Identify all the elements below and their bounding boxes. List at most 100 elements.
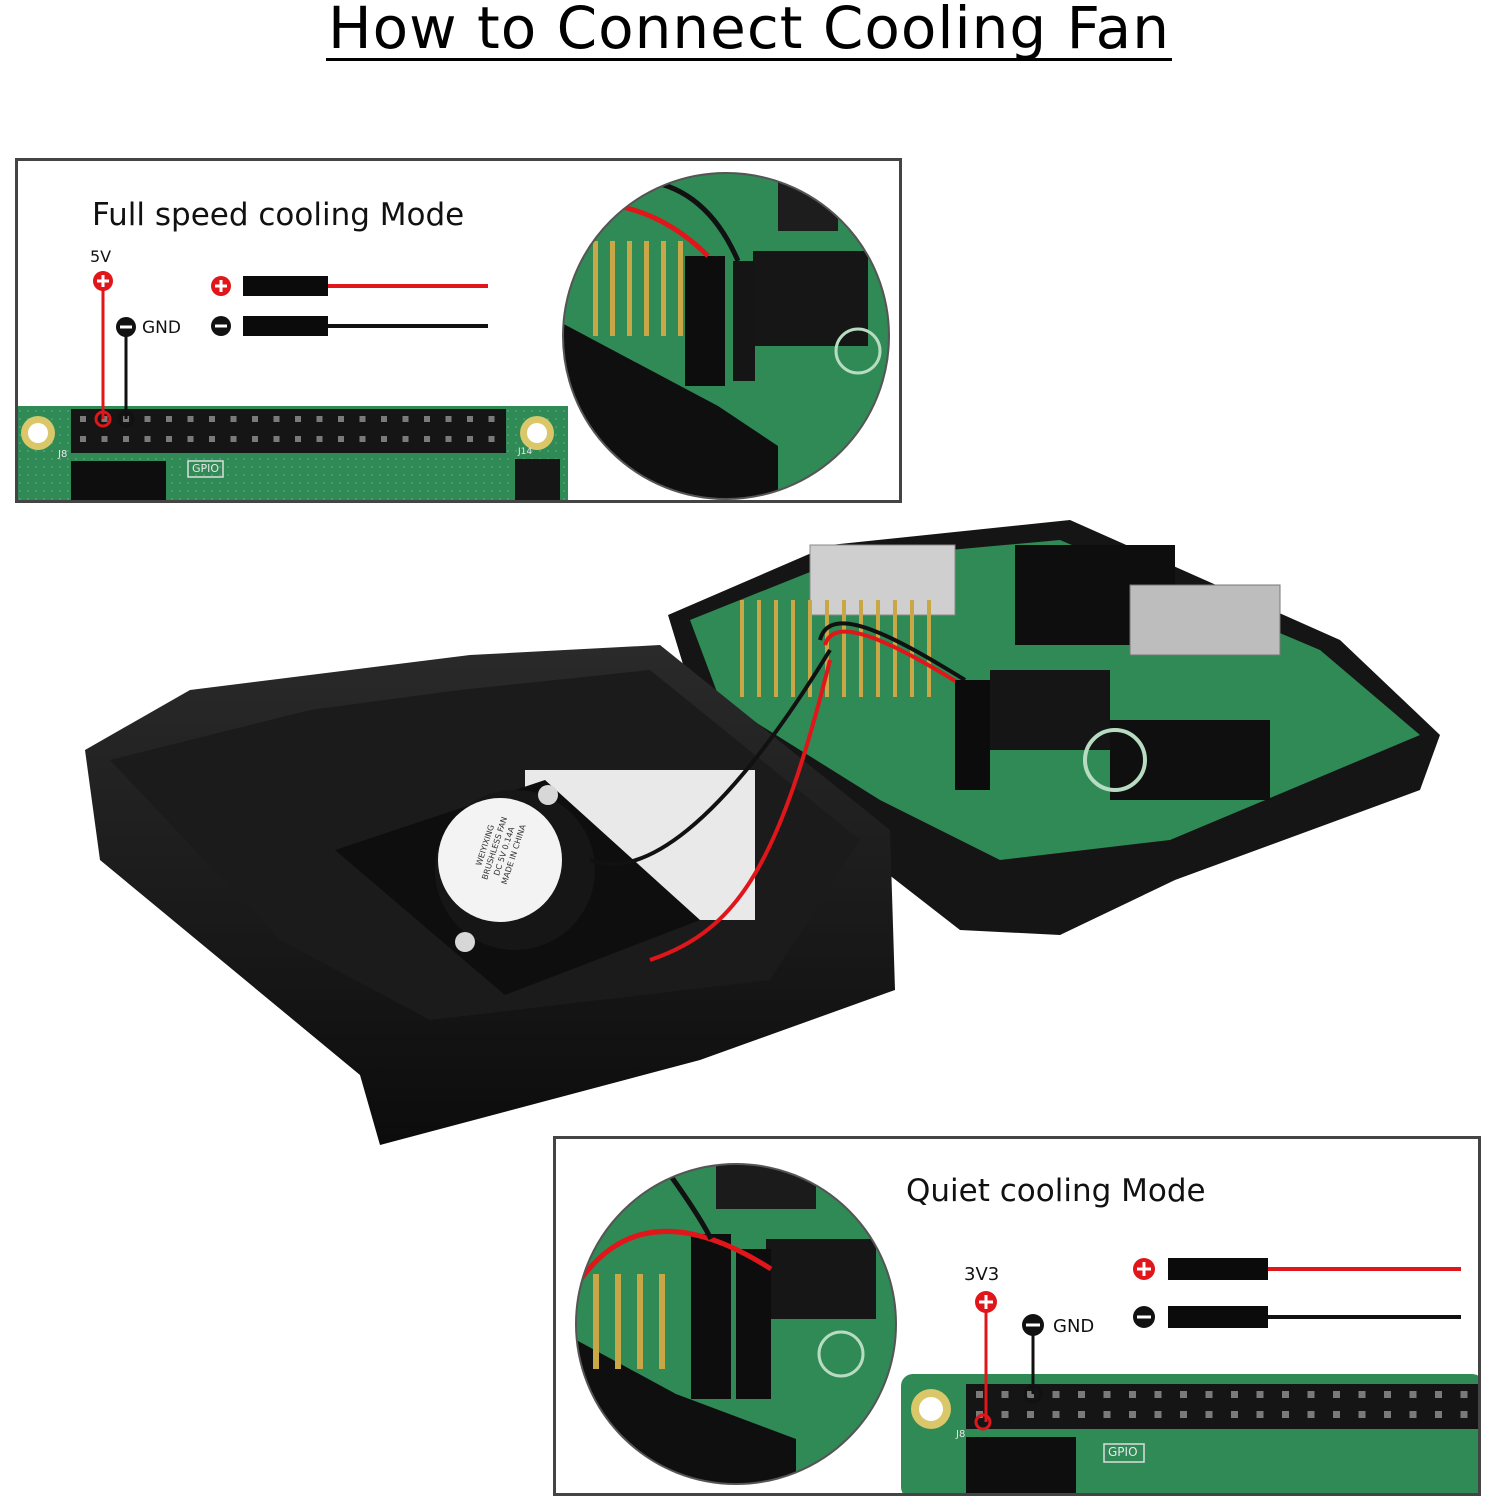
gpio-header (71, 409, 506, 453)
full-speed-photo-inset (562, 172, 890, 500)
raspberry-logo-icon (834, 327, 882, 375)
header-pin (144, 416, 151, 422)
header-pin (659, 1299, 665, 1369)
header-pin (774, 612, 778, 697)
header-pin (209, 436, 215, 442)
quiet-wiring-diagram (575, 1163, 1478, 1493)
minus-icon (1022, 1314, 1044, 1336)
header-pin (859, 600, 863, 685)
header-pin (1256, 1411, 1264, 1418)
header-pin (252, 416, 258, 422)
header-pin (101, 436, 108, 442)
header-pin (1409, 1391, 1417, 1398)
gnd-label: GND (142, 318, 181, 338)
negative-connector (243, 316, 328, 336)
header-pin (615, 1299, 621, 1369)
header-pin (295, 416, 301, 422)
header-pin (187, 416, 194, 422)
header-pin (791, 612, 795, 697)
j14-label: J14 (518, 447, 533, 457)
header-pin (910, 612, 914, 697)
header-pin (467, 436, 473, 442)
page-title-text: How to Connect Cooling Fan (326, 0, 1172, 62)
header-pin (1384, 1411, 1391, 1418)
header-pin (1205, 1391, 1213, 1398)
header-pin (1460, 1411, 1468, 1418)
header-pin (402, 416, 409, 422)
header-pin (488, 416, 495, 422)
header-pin (876, 600, 880, 685)
header-pin (1282, 1391, 1289, 1398)
header-pin (1078, 1391, 1085, 1398)
raspberry-logo-icon (1083, 728, 1147, 792)
header-pin (825, 600, 829, 685)
header-pin (893, 612, 897, 697)
hdmi-port (1129, 584, 1281, 656)
page-title: How to Connect Cooling Fan (0, 0, 1498, 62)
gnd-label: GND (1053, 1316, 1095, 1337)
voltage-5v-label: 5V (90, 247, 112, 266)
usb-port (809, 544, 956, 616)
header-pin (1282, 1411, 1289, 1418)
header-pin (1180, 1411, 1187, 1418)
header-pin (808, 612, 812, 697)
header-pin (187, 436, 194, 442)
header-pin (1409, 1411, 1417, 1418)
header-pin (644, 266, 649, 336)
header-pin (1027, 1391, 1034, 1398)
header-pin (1384, 1391, 1391, 1398)
header-pin (338, 416, 344, 422)
gpio-label: GPIO (1108, 1445, 1138, 1459)
header-pin (825, 612, 829, 697)
quiet-panel: Quiet cooling Mode 3V3 GND (553, 1136, 1481, 1496)
header-pin (627, 266, 632, 336)
header-pin (359, 436, 366, 442)
header-pin (757, 600, 761, 685)
minus-icon (211, 316, 231, 336)
header-pin (593, 1299, 599, 1369)
header-pin (316, 436, 323, 442)
header-pin (740, 612, 744, 697)
header-pin (1078, 1411, 1085, 1418)
plus-icon (211, 276, 231, 296)
header-pin (876, 612, 880, 697)
header-pin (927, 612, 931, 697)
header-pin (637, 1299, 643, 1369)
quiet-photo-inset (575, 1163, 897, 1485)
header-pin (402, 436, 409, 442)
header-pin (445, 436, 452, 442)
header-pin (467, 416, 473, 422)
header-pin (859, 612, 863, 697)
header-label: J8 (956, 1429, 966, 1440)
minus-icon (116, 317, 136, 337)
header-pin (1333, 1391, 1340, 1398)
header-pin (424, 436, 430, 442)
header-pin (1307, 1391, 1315, 1398)
header-pin (445, 416, 452, 422)
header-pin (1001, 1411, 1009, 1418)
header-pin (740, 600, 744, 685)
poe-header (515, 459, 560, 500)
header-pin (1154, 1411, 1162, 1418)
header-pin (273, 416, 280, 422)
pcb-chip (71, 461, 166, 500)
header-pin (252, 436, 258, 442)
header-pin (1307, 1411, 1315, 1418)
header-pin (424, 416, 430, 422)
header-pin (791, 600, 795, 685)
header-pin (381, 436, 387, 442)
header-pin (1027, 1411, 1034, 1418)
header-pin (1052, 1411, 1060, 1418)
header-pin (230, 436, 237, 442)
case-base-with-board (668, 520, 1440, 935)
minus-icon (1133, 1306, 1155, 1328)
header-pin (1180, 1391, 1187, 1398)
header-pin (230, 416, 237, 422)
header-pin (123, 436, 129, 442)
header-pin (359, 416, 366, 422)
header-pin (842, 612, 846, 697)
plus-icon (93, 271, 113, 291)
header-pin (80, 416, 86, 422)
full-speed-wiring-diagram (18, 172, 890, 500)
raspberry-logo-icon (817, 1330, 865, 1378)
